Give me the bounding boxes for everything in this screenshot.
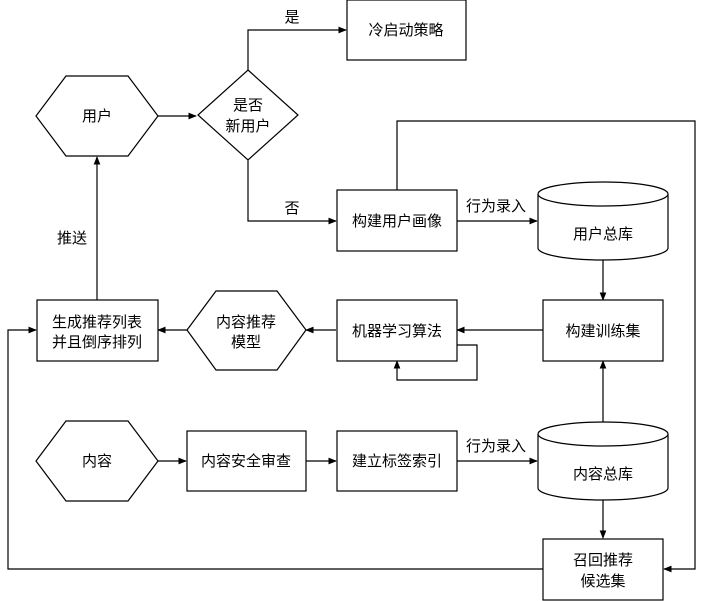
node-build-training-set: 构建训练集 xyxy=(542,299,664,362)
node-build-training-set-label: 构建训练集 xyxy=(565,322,640,340)
edge-decision-to-build-profile xyxy=(247,160,337,225)
node-content-review: 内容安全审查 xyxy=(186,430,307,492)
node-cold-start: 冷启动策略 xyxy=(346,0,467,61)
edge-label-behavior-record-user: 行为录入 xyxy=(466,197,526,215)
node-user-db-label: 用户总库 xyxy=(573,225,633,243)
node-cold-start-label: 冷启动策略 xyxy=(368,21,443,39)
edge-label-yes: 是 xyxy=(284,8,299,26)
node-content-db: 内容总库 xyxy=(537,421,669,501)
node-user-label: 用户 xyxy=(82,107,112,125)
node-recall-candidates-line2: 候选集 xyxy=(580,572,625,590)
node-build-profile: 构建用户画像 xyxy=(336,189,458,252)
node-rec-model-line2: 模型 xyxy=(231,333,261,351)
node-content-review-label: 内容安全审查 xyxy=(201,452,291,470)
node-is-new-user: 是否 新用户 xyxy=(197,69,299,161)
node-recall-candidates: 召回推荐 候选集 xyxy=(542,538,664,601)
node-rec-model: 内容推荐 模型 xyxy=(186,290,307,371)
node-is-new-user-line1: 是否 xyxy=(233,96,263,114)
edge-labels: 是 否 推送 行为录入 行为录入 xyxy=(57,8,526,455)
node-content-label: 内容 xyxy=(82,452,112,470)
node-content: 内容 xyxy=(35,420,159,502)
edge-label-push: 推送 xyxy=(57,229,87,247)
node-build-tag-index: 建立标签索引 xyxy=(336,430,458,492)
edge-recall-to-list xyxy=(7,326,543,570)
edge-profile-to-recall xyxy=(396,120,696,573)
edges xyxy=(7,26,696,573)
node-content-db-label: 内容总库 xyxy=(573,465,633,483)
node-gen-list-line1: 生成推荐列表 xyxy=(52,313,142,331)
node-gen-list: 生成推荐列表 并且倒序排列 xyxy=(36,299,159,362)
edge-label-behavior-record-content: 行为录入 xyxy=(466,437,526,455)
node-is-new-user-line2: 新用户 xyxy=(225,117,270,135)
node-user-db: 用户总库 xyxy=(537,181,669,261)
node-rec-model-line1: 内容推荐 xyxy=(216,313,276,331)
node-build-profile-label: 构建用户画像 xyxy=(352,212,442,230)
node-user: 用户 xyxy=(35,75,159,157)
node-build-tag-index-label: 建立标签索引 xyxy=(352,452,442,470)
node-ml-algorithm-label: 机器学习算法 xyxy=(352,322,442,340)
edge-decision-to-cold-start xyxy=(247,26,347,70)
node-recall-candidates-line1: 召回推荐 xyxy=(573,551,633,569)
edge-ml-self-loop xyxy=(393,344,478,381)
edge-label-no: 否 xyxy=(284,199,299,217)
node-ml-algorithm: 机器学习算法 xyxy=(336,299,458,362)
node-gen-list-line2: 并且倒序排列 xyxy=(52,333,142,351)
